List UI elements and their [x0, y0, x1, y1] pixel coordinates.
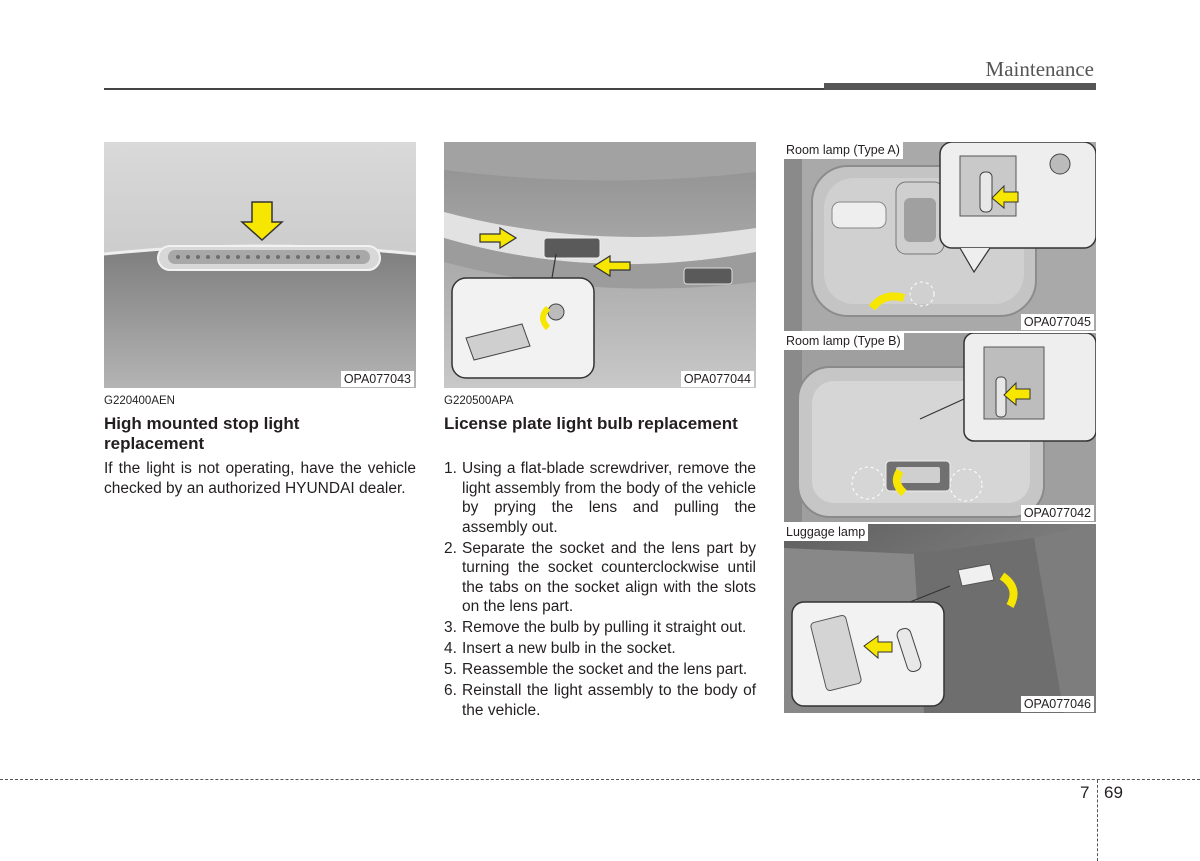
room-lamp-a-illustration	[784, 142, 1096, 331]
header-rule	[104, 88, 824, 90]
step-number: 6.	[444, 682, 457, 699]
chapter-number: 7	[1080, 783, 1090, 802]
step-item: 1. Using a flat-blade screwdriver, remove…	[444, 459, 756, 537]
step-item: 3. Remove the bulb by pulling it straight…	[444, 618, 756, 638]
section-title: High mounted stop light replacement	[104, 414, 300, 453]
step-text: Remove the bulb by pulling it straight o…	[462, 619, 747, 636]
page-number: 69	[1104, 783, 1123, 802]
figure-room-lamp-a: Room lamp (Type A) OPA077045	[784, 142, 1096, 331]
step-number: 3.	[444, 619, 457, 636]
step-number: 1.	[444, 460, 457, 477]
figure-code: OPA077042	[1020, 505, 1094, 521]
room-lamp-b-illustration	[784, 333, 1096, 522]
figure-license-plate: OPA077044	[444, 142, 756, 388]
step-item: 5. Reassemble the socket and the lens par…	[444, 660, 756, 680]
step-number: 4.	[444, 640, 457, 657]
figure-room-lamp-b: Room lamp (Type B) OPA077042	[784, 333, 1096, 522]
step-text: Insert a new bulb in the socket.	[462, 640, 676, 657]
footer-divider	[1097, 780, 1098, 861]
figure-label: Room lamp (Type B)	[784, 333, 904, 350]
section-body: If the light is not operating, have the …	[104, 460, 416, 497]
figure-label: Luggage lamp	[784, 524, 869, 541]
step-number: 2.	[444, 539, 457, 557]
section-title: License plate light bulb replacement	[444, 414, 738, 433]
step-item: 4. Insert a new bulb in the socket.	[444, 639, 756, 659]
step-item: 2. Separate the socket and the lens part …	[444, 539, 756, 617]
luggage-lamp-illustration	[784, 524, 1096, 713]
section-code: G220500APA	[444, 395, 514, 407]
license-plate-illustration	[444, 142, 756, 388]
step-text: Separate the socket and the lens part by…	[462, 539, 756, 616]
step-text: Reassemble the socket and the lens part.	[462, 661, 748, 678]
running-header-title: Maintenance	[985, 57, 1094, 81]
header-rule-accent	[824, 83, 1096, 90]
figure-luggage-lamp: Luggage lamp OPA077046	[784, 524, 1096, 713]
figure-code: OPA077045	[1020, 314, 1094, 330]
step-text: Using a flat-blade screwdriver, remove t…	[462, 460, 756, 536]
footer-rule	[0, 779, 1200, 780]
stop-light-illustration	[104, 142, 416, 388]
figure-label: Room lamp (Type A)	[784, 142, 903, 159]
section-code: G220400AEN	[104, 395, 175, 407]
figure-stop-light: OPA077043	[104, 142, 416, 388]
steps-list: 1. Using a flat-blade screwdriver, remove…	[444, 459, 756, 722]
step-number: 5.	[444, 661, 457, 678]
step-text: Reinstall the light assembly to the body…	[462, 682, 756, 719]
figure-code: OPA077044	[680, 371, 754, 387]
step-item: 6. Reinstall the light assembly to the bo…	[444, 681, 756, 720]
figure-code: OPA077046	[1020, 696, 1094, 712]
figure-code: OPA077043	[340, 371, 414, 387]
